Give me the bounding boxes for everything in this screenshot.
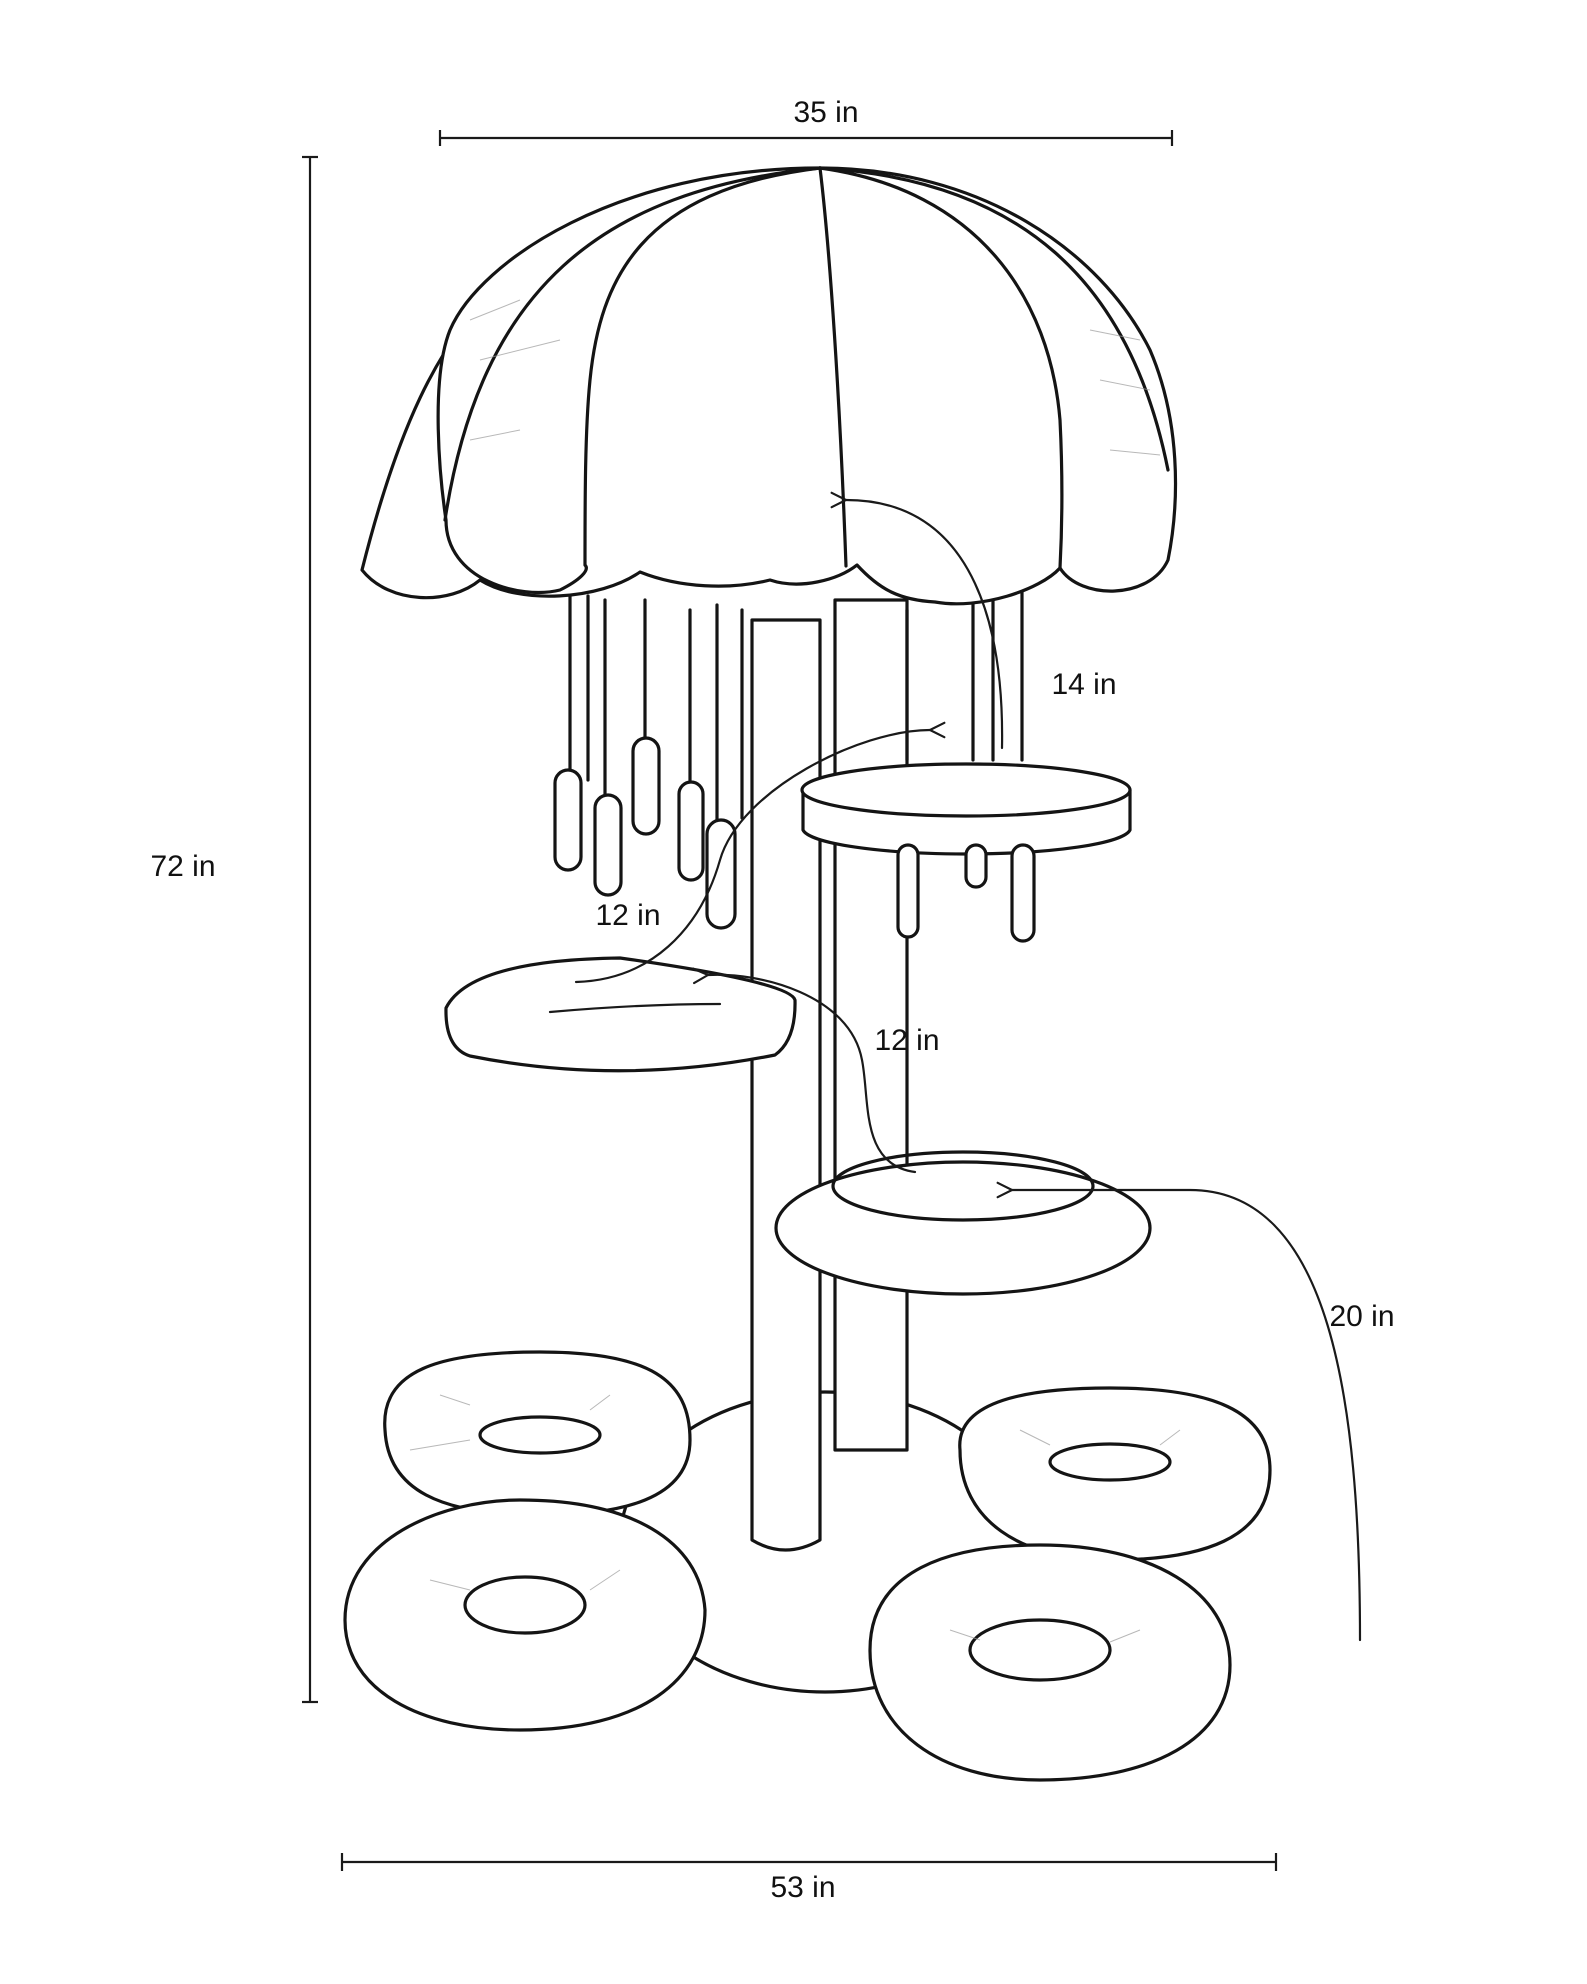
tier-20in-label: 20 in xyxy=(1329,1300,1394,1333)
platform-left-middle xyxy=(444,956,797,1073)
donut-bed-front-right xyxy=(868,1543,1232,1782)
dangling-toys-left xyxy=(553,594,744,930)
platform-right-upper xyxy=(800,762,1132,943)
dimension-total-height: 72 in xyxy=(150,155,318,1704)
top-width-label: 35 in xyxy=(793,96,858,129)
tier-arrow-12in-lower: 12 in xyxy=(692,967,940,1174)
donut-bed-creases xyxy=(409,1394,1181,1643)
tier-arrow-12in-upper: 12 in xyxy=(574,721,946,984)
dimension-top-width: 35 in xyxy=(438,96,1174,146)
dimension-base-width: 53 in xyxy=(340,1853,1278,1904)
platform-right-lower xyxy=(774,1150,1152,1296)
canopy xyxy=(360,166,1178,606)
base-width-label: 53 in xyxy=(770,1871,835,1904)
tier-arrow-20in: 20 in xyxy=(996,1181,1395,1642)
total-height-label: 72 in xyxy=(150,850,215,883)
tier-14in-label: 14 in xyxy=(1051,668,1116,701)
tier-12in-lower-label: 12 in xyxy=(874,1024,939,1057)
donut-bed-back-right xyxy=(958,1386,1272,1562)
donut-bed-front-left xyxy=(343,1498,707,1732)
dangling-toys-right xyxy=(905,588,1024,762)
tier-12in-upper-label: 12 in xyxy=(595,899,660,932)
donut-bed-back-left xyxy=(383,1350,692,1517)
tier-arrow-14in: 14 in xyxy=(830,491,1117,750)
